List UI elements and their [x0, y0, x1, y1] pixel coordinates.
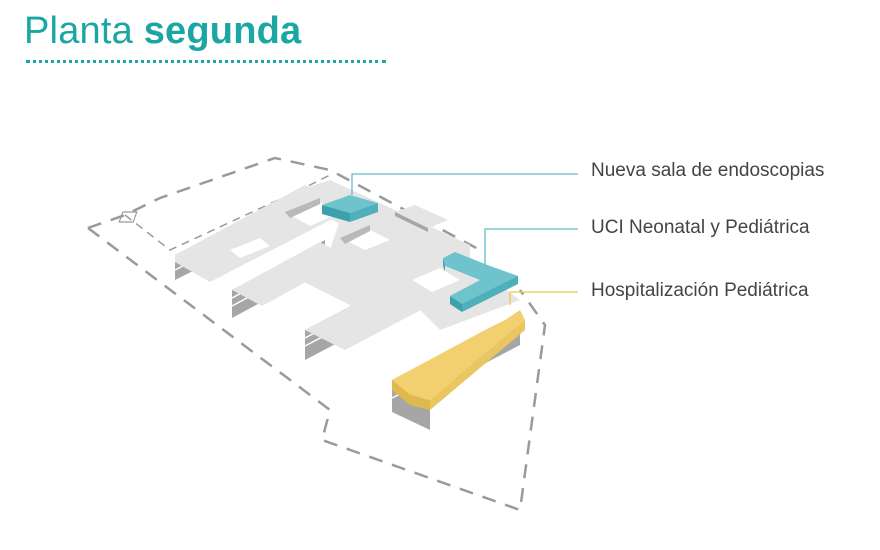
- detached-slab: [395, 205, 448, 228]
- small-outline-square: [118, 211, 138, 223]
- label-endoscopy: Nueva sala de endoscopias: [591, 160, 825, 181]
- title-bold: segunda: [143, 10, 302, 52]
- leader-lines: [351, 173, 578, 305]
- uci-block: [443, 252, 518, 312]
- leader-uci: [484, 228, 578, 265]
- leader-endoscopy: [351, 173, 578, 195]
- label-uci: UCI Neonatal y Pediátrica: [591, 217, 810, 238]
- leader-hospitalization: [509, 291, 578, 305]
- page-title: Planta segunda: [24, 10, 301, 53]
- title-dotted-rule: [26, 60, 386, 63]
- label-hospitalization: Hospitalización Pediátrica: [591, 280, 809, 301]
- title-light: Planta: [24, 10, 133, 52]
- endoscopy-room-block: [322, 195, 378, 222]
- site-boundary-outline: [87, 156, 547, 512]
- inner-dashed-outline: [124, 174, 331, 251]
- pediatric-hospitalization-block: [392, 310, 525, 410]
